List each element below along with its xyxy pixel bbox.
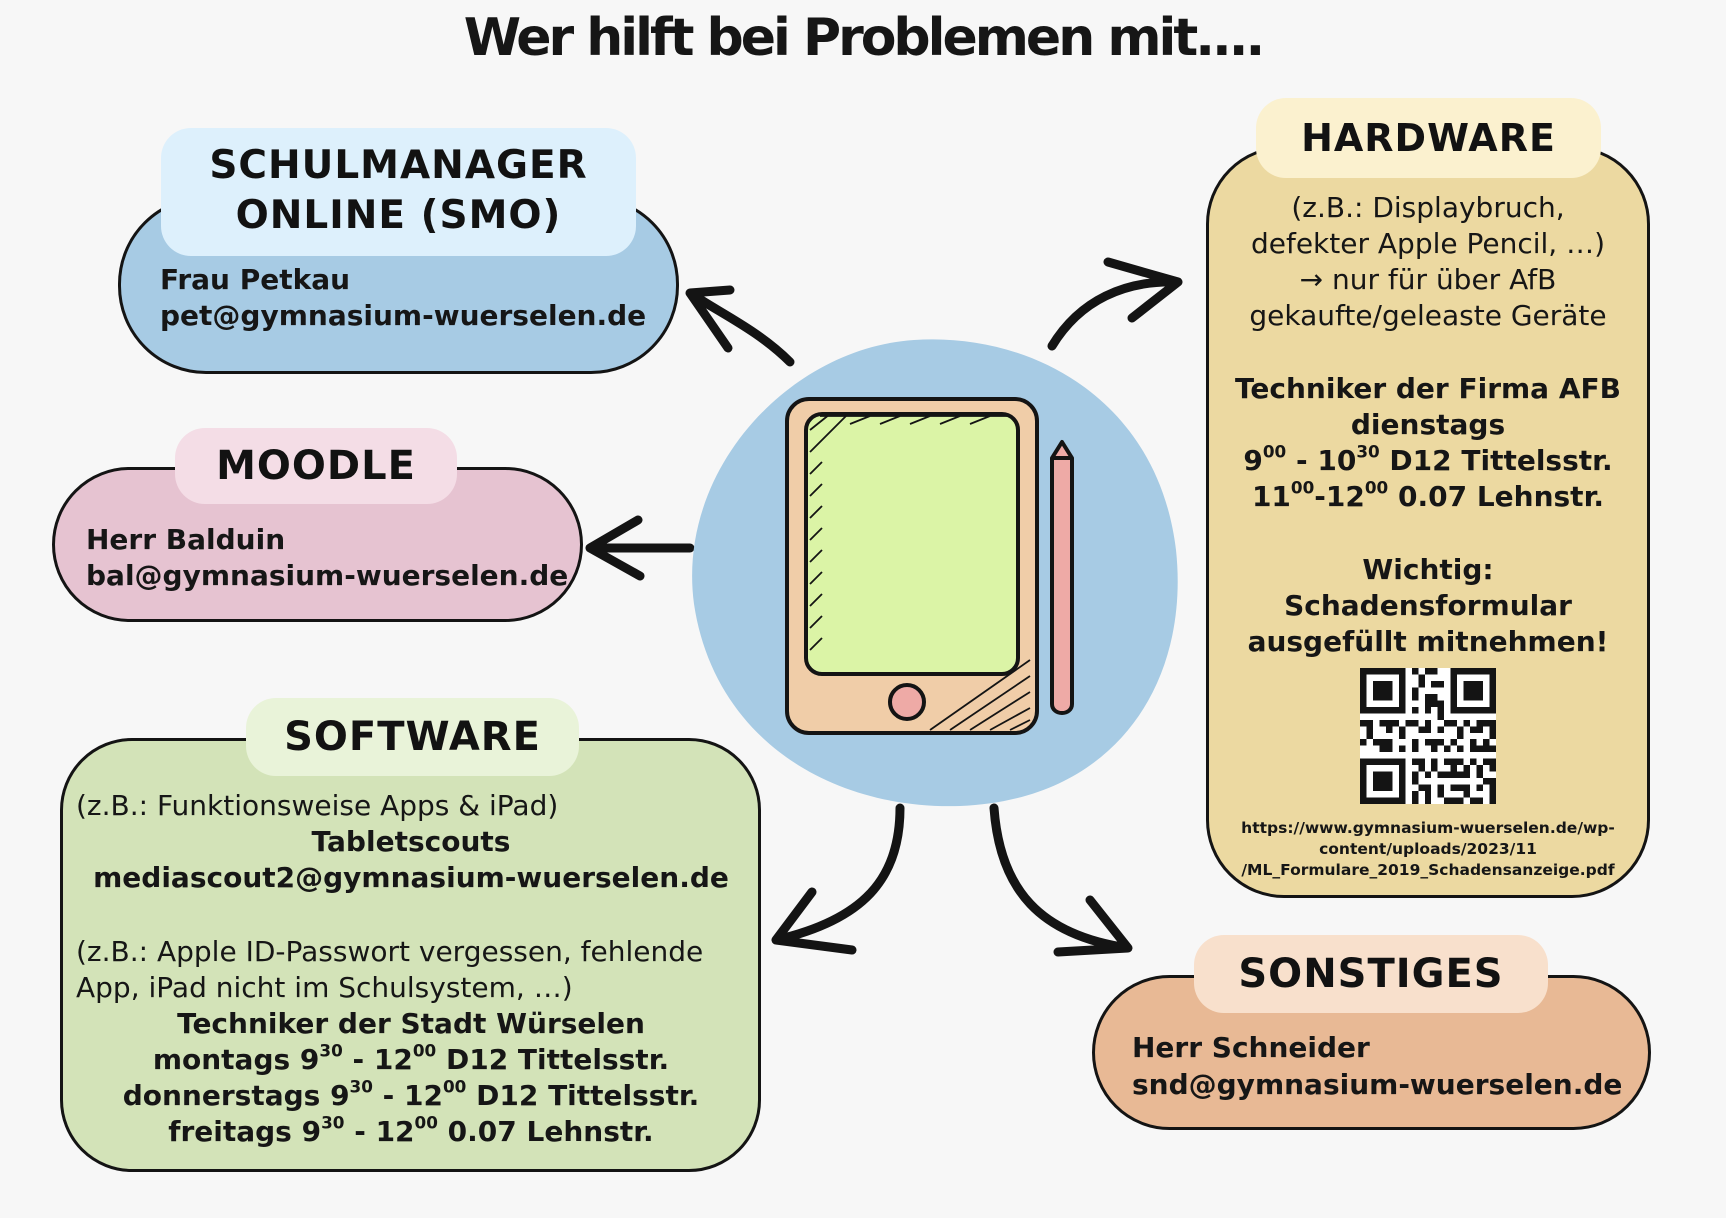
software-heading: SOFTWARE xyxy=(246,698,579,776)
hardware-example-line4: gekaufte/geleaste Geräte xyxy=(1249,299,1607,332)
hardware-note-line1: Wichtig: xyxy=(1362,553,1494,586)
qr-code-icon[interactable] xyxy=(1360,668,1496,804)
smo-contact-email[interactable]: pet@gymnasium-wuerselen.de xyxy=(160,299,647,332)
moodle-contact-email[interactable]: bal@gymnasium-wuerselen.de xyxy=(86,559,569,592)
smo-heading-line2: ONLINE (SMO) xyxy=(235,193,562,238)
smo-heading: SCHULMANAGER ONLINE (SMO) xyxy=(161,128,636,256)
pencil-icon xyxy=(1050,440,1074,715)
hardware-slot: 900 - 1030 D12 Tittelsstr. xyxy=(1243,441,1613,477)
software-schedule-row: freitags 930 - 1200 0.07 Lehnstr. xyxy=(168,1112,654,1148)
page-title: Wer hilft bei Problemen mit.... xyxy=(463,8,1265,68)
hardware-note-line3: ausgefüllt mitnehmen! xyxy=(1247,625,1609,658)
software-example1: (z.B.: Funktionsweise Apps & iPad) xyxy=(76,789,559,822)
software-contact2-name: Techniker der Stadt Würselen xyxy=(177,1007,645,1040)
smo-heading-line1: SCHULMANAGER xyxy=(209,143,588,188)
hardware-heading: HARDWARE xyxy=(1256,98,1601,178)
moodle-heading: MOODLE xyxy=(175,428,457,504)
moodle-contact-name: Herr Balduin xyxy=(86,523,286,556)
hardware-day: dienstags xyxy=(1350,408,1506,441)
software-schedule-row: montags 930 - 1200 D12 Tittelsstr. xyxy=(152,1040,670,1076)
arrow-to-hardware-icon xyxy=(1047,257,1183,351)
software-card xyxy=(60,738,761,1172)
arrow-to-smo-icon xyxy=(685,285,795,367)
sonstiges-contact-email[interactable]: snd@gymnasium-wuerselen.de xyxy=(1132,1068,1623,1101)
software-schedule-row: donnerstags 930 - 1200 D12 Tittelsstr. xyxy=(122,1076,700,1112)
sonstiges-heading: SONSTIGES xyxy=(1194,935,1548,1013)
hardware-example-line1: (z.B.: Displaybruch, xyxy=(1291,191,1565,224)
hardware-contact-name: Techniker der Firma AFB xyxy=(1235,372,1621,405)
arrow-to-sonstiges-icon xyxy=(989,803,1133,957)
sonstiges-contact-name: Herr Schneider xyxy=(1132,1031,1370,1064)
software-example2-line1: (z.B.: Apple ID-Passwort vergessen, fehl… xyxy=(76,935,704,968)
form-url[interactable]: https://www.gymnasium-wuerselen.de/wp- c… xyxy=(1241,819,1615,879)
smo-contact-name: Frau Petkau xyxy=(160,263,351,296)
arrow-to-software-icon xyxy=(771,803,905,955)
hardware-example-line3: → nur für über AfB xyxy=(1299,263,1557,296)
software-example2-line2: App, iPad nicht im Schulsystem, …) xyxy=(76,971,573,1004)
arrow-to-moodle-icon xyxy=(585,515,695,581)
hardware-example-line2: defekter Apple Pencil, …) xyxy=(1250,227,1606,260)
hardware-note-line2: Schadensformular xyxy=(1284,589,1572,622)
software-contact1-name: Tabletscouts xyxy=(311,825,511,858)
software-contact1-email[interactable]: mediascout2@gymnasium-wuerselen.de xyxy=(93,861,729,894)
hardware-slot: 1100-1200 0.07 Lehnstr. xyxy=(1251,477,1605,513)
tablet-icon xyxy=(785,397,1074,735)
